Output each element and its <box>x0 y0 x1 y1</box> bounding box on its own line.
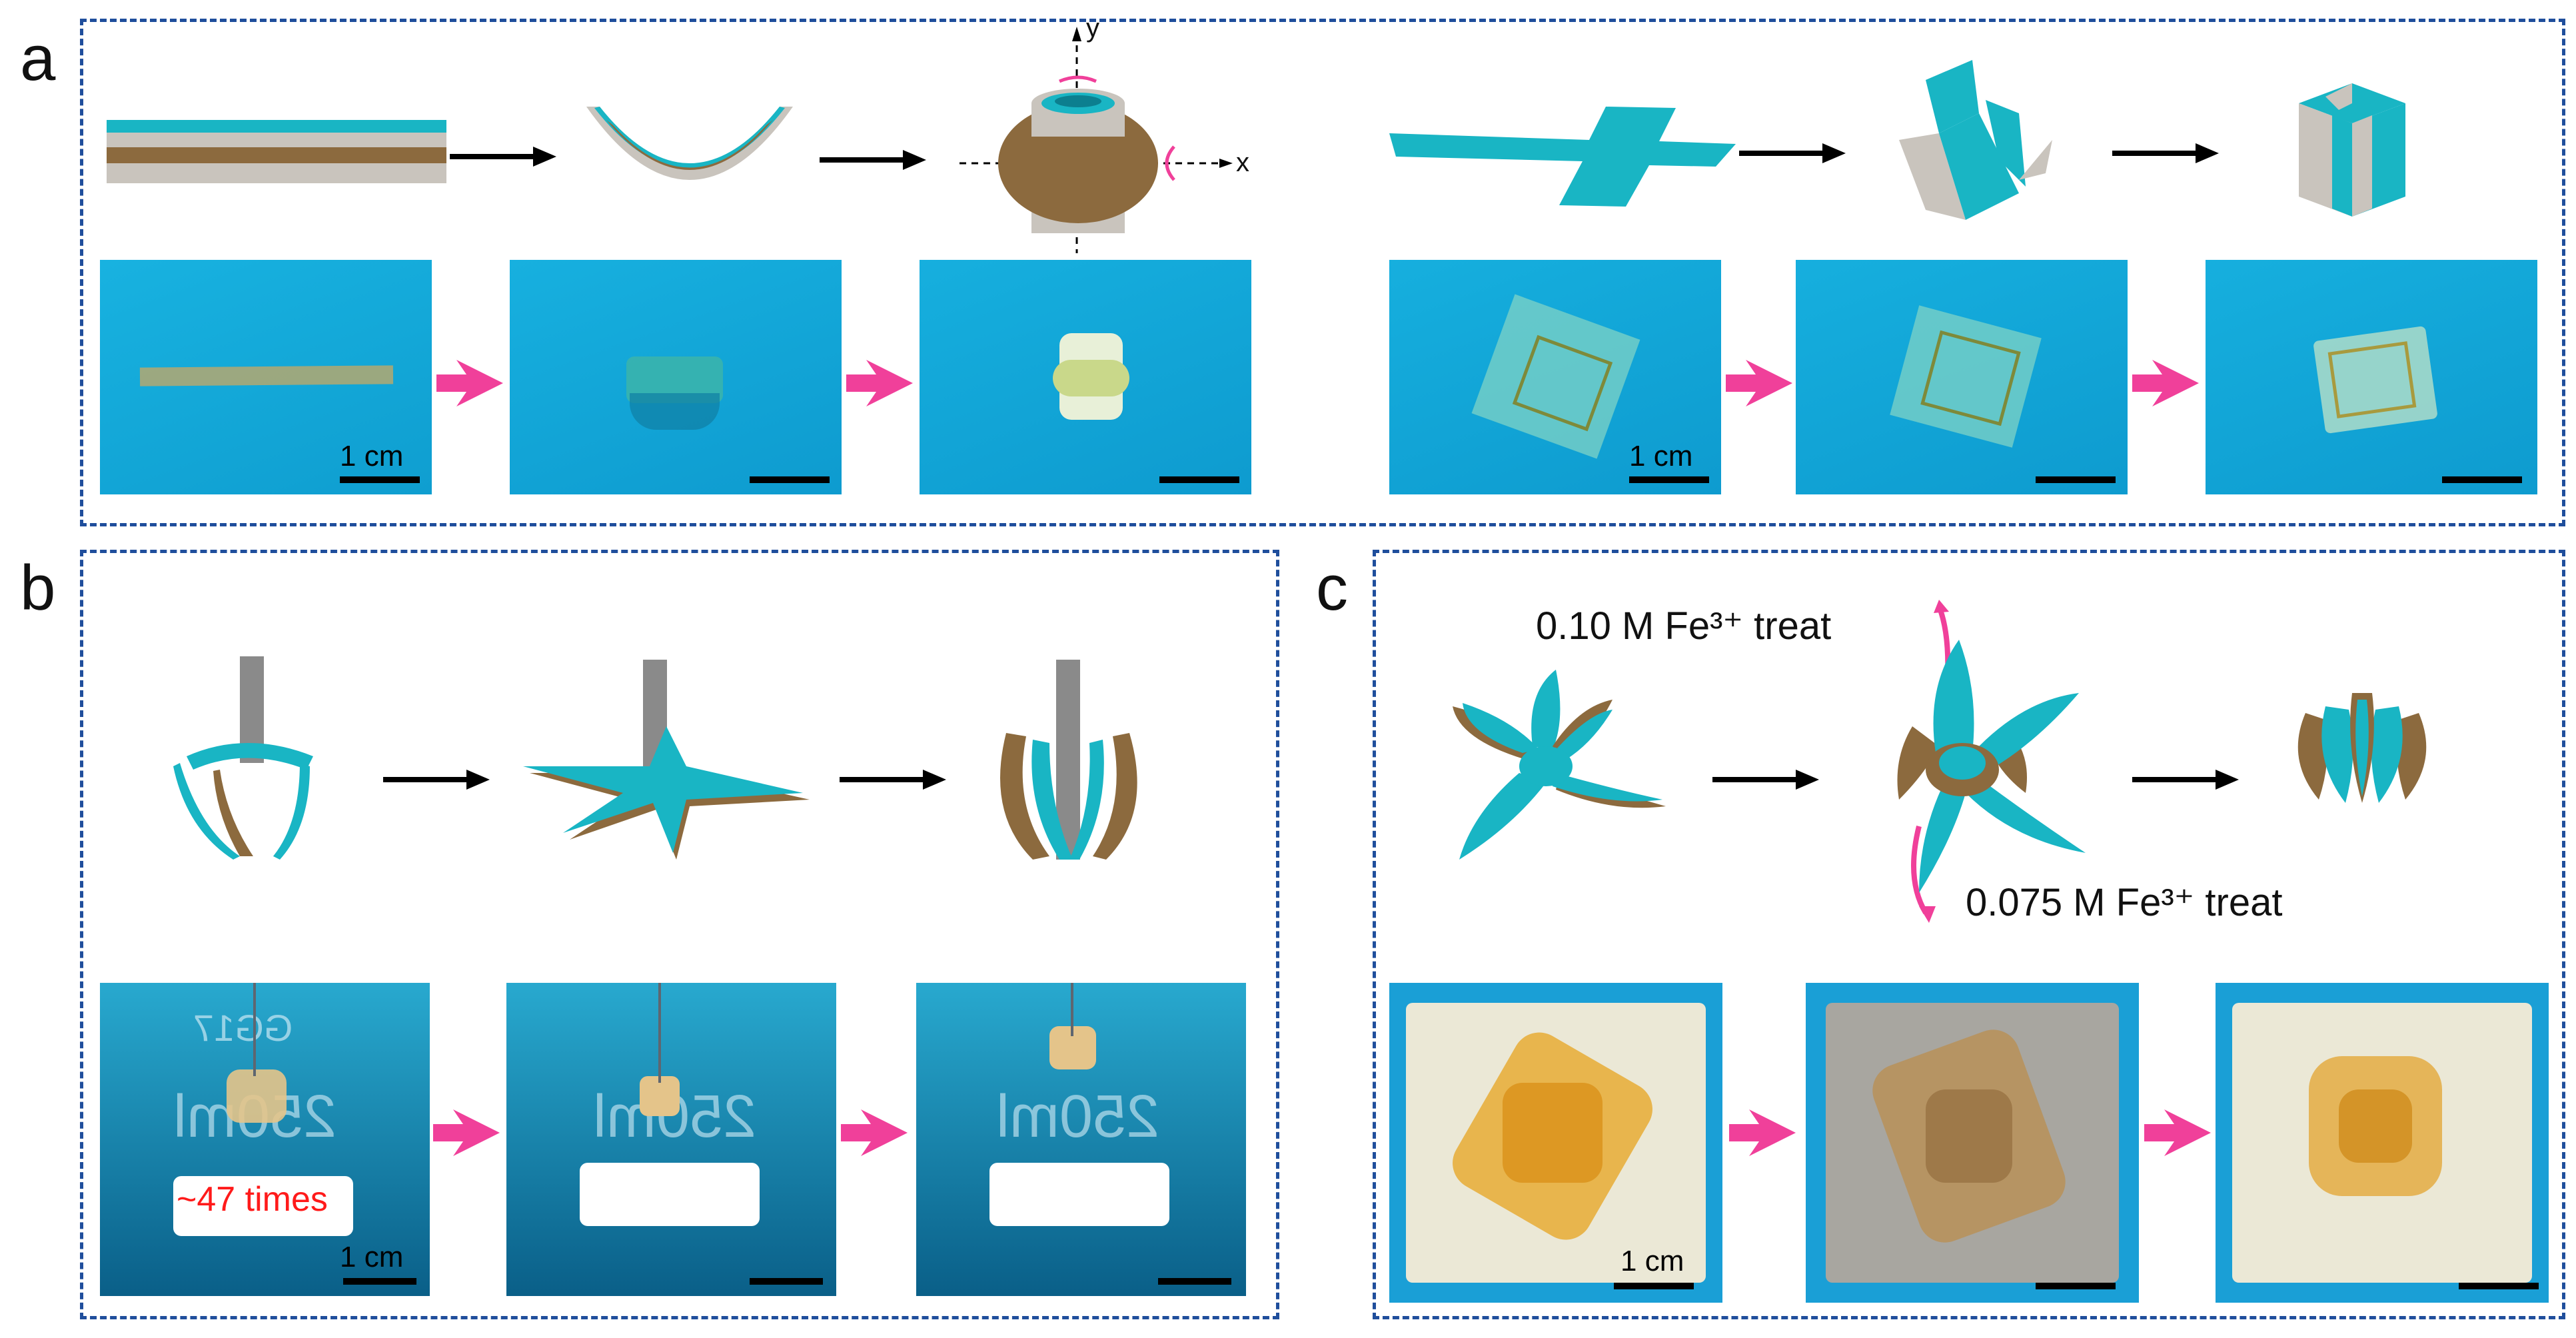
photo-c3 <box>2216 983 2549 1303</box>
y-axis-label: y <box>1086 13 1099 43</box>
photo-b3: 250ml <box>916 983 1246 1296</box>
flower-transition-illustration <box>1897 600 2086 923</box>
photo-a3 <box>920 260 1251 494</box>
photo-a2 <box>510 260 842 494</box>
treatment-label-top: 0.10 M Fe³⁺ treat <box>1536 604 1832 648</box>
scale-bar-label: 1 cm <box>1629 440 1693 472</box>
treatment-label-bottom: 0.075 M Fe³⁺ treat <box>1966 881 2283 924</box>
rolled-tube-illustration <box>960 27 1233 253</box>
photo-a4 <box>1389 260 1721 494</box>
beaker-volume-text: 250ml <box>996 1083 1160 1150</box>
folding-box-illustration <box>1899 60 2052 220</box>
scale-bar-label: 1 cm <box>340 440 404 472</box>
photo-b2: 250ml <box>506 983 836 1296</box>
pink-arrow-icon <box>1726 360 1792 406</box>
x-axis-label: x <box>1236 148 1249 177</box>
scale-bar <box>340 476 420 483</box>
pink-arrow-icon <box>433 1109 500 1156</box>
gripper-closed-illustration <box>1000 660 1137 860</box>
photo-c1 <box>1389 983 1722 1303</box>
photo-b1: GG17 250ml ~47 times <box>100 983 430 1296</box>
flower-open-illustration <box>1453 670 1666 860</box>
scale-bar-label: 1 cm <box>340 1241 404 1273</box>
scale-bar <box>1158 1278 1231 1285</box>
arrow-right-icon <box>1739 143 1846 163</box>
pink-arrow-icon <box>841 1109 908 1156</box>
scale-bar <box>1159 476 1239 483</box>
cube-illustration <box>2299 83 2405 217</box>
gripper-open-illustration <box>173 656 313 860</box>
panel-a-frame <box>80 19 2565 526</box>
arrow-right-icon <box>2132 770 2239 790</box>
laminate-strip-illustration <box>107 120 446 183</box>
panel-b-frame <box>80 550 1279 1319</box>
panel-c-frame <box>1373 550 2565 1319</box>
scale-bar <box>343 1278 416 1285</box>
pink-arrow-icon <box>436 360 503 406</box>
scale-bar <box>1614 1283 1694 1289</box>
flower-closed-illustration <box>2297 693 2427 803</box>
scale-bar <box>2442 476 2522 483</box>
scale-bar <box>750 1278 823 1285</box>
pink-arrow-icon <box>846 360 913 406</box>
arrow-right-icon <box>820 150 926 170</box>
scale-bar <box>2036 476 2116 483</box>
arrow-right-icon <box>2112 143 2219 163</box>
scale-bar <box>1629 476 1709 483</box>
beaker-brand-text: GG17 <box>193 1007 293 1049</box>
scale-bar <box>2459 1283 2539 1289</box>
arrow-right-icon <box>1712 770 1819 790</box>
arrow-right-icon <box>450 147 556 167</box>
pink-arrow-icon <box>1729 1109 1796 1156</box>
panel-b-label: b <box>20 552 56 624</box>
cycle-count-annotation: ~47 times <box>177 1180 328 1219</box>
arrow-right-icon <box>383 770 490 790</box>
arrow-right-icon <box>840 770 946 790</box>
scale-bar <box>2036 1283 2116 1289</box>
photo-c2 <box>1806 983 2139 1303</box>
bent-strip-illustration <box>586 107 793 180</box>
pink-arrow-icon <box>2144 1109 2211 1156</box>
scale-bar <box>750 476 830 483</box>
pink-arrow-icon <box>2132 360 2199 406</box>
cross-sheet-illustration <box>1389 107 1736 207</box>
panel-c-label: c <box>1316 552 1348 624</box>
panel-a-label: a <box>20 23 56 94</box>
photo-a6 <box>2206 260 2537 494</box>
scale-bar-label: 1 cm <box>1620 1245 1684 1277</box>
gripper-flat-illustration <box>523 660 810 860</box>
photo-a1 <box>100 260 432 494</box>
photo-a5 <box>1796 260 2128 494</box>
